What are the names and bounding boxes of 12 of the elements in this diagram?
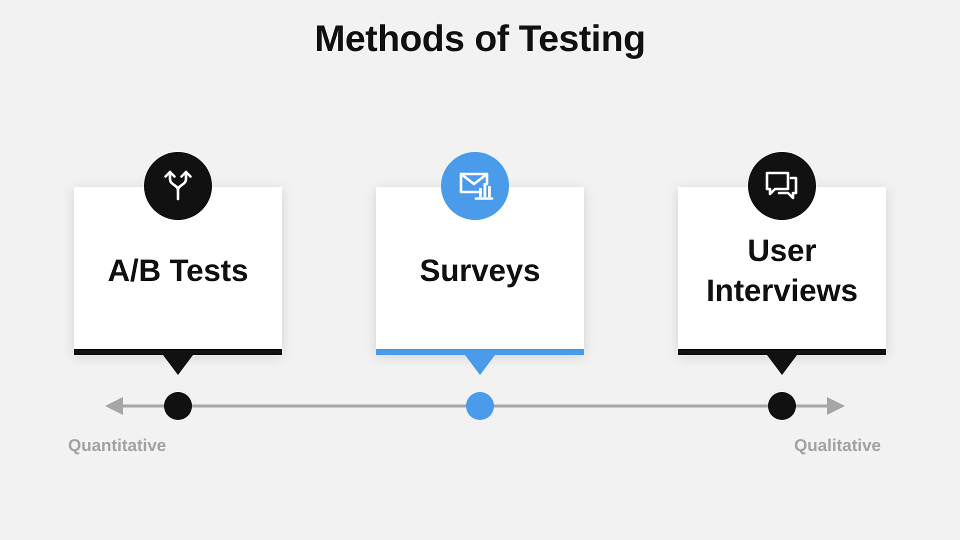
diagram-title: Methods of Testing (314, 18, 646, 59)
method-card (376, 187, 584, 355)
card-label: Surveys (420, 252, 540, 290)
card-label: User Interviews (705, 232, 859, 310)
method-card (678, 187, 886, 355)
method-card (74, 187, 282, 355)
scale-dot (164, 392, 192, 420)
card-label: A/B Tests (108, 252, 248, 290)
scale-dot (466, 392, 494, 420)
axis-label: Qualitative (794, 436, 881, 456)
axis-label: Quantitative (68, 436, 166, 456)
scale-dot (768, 392, 796, 420)
